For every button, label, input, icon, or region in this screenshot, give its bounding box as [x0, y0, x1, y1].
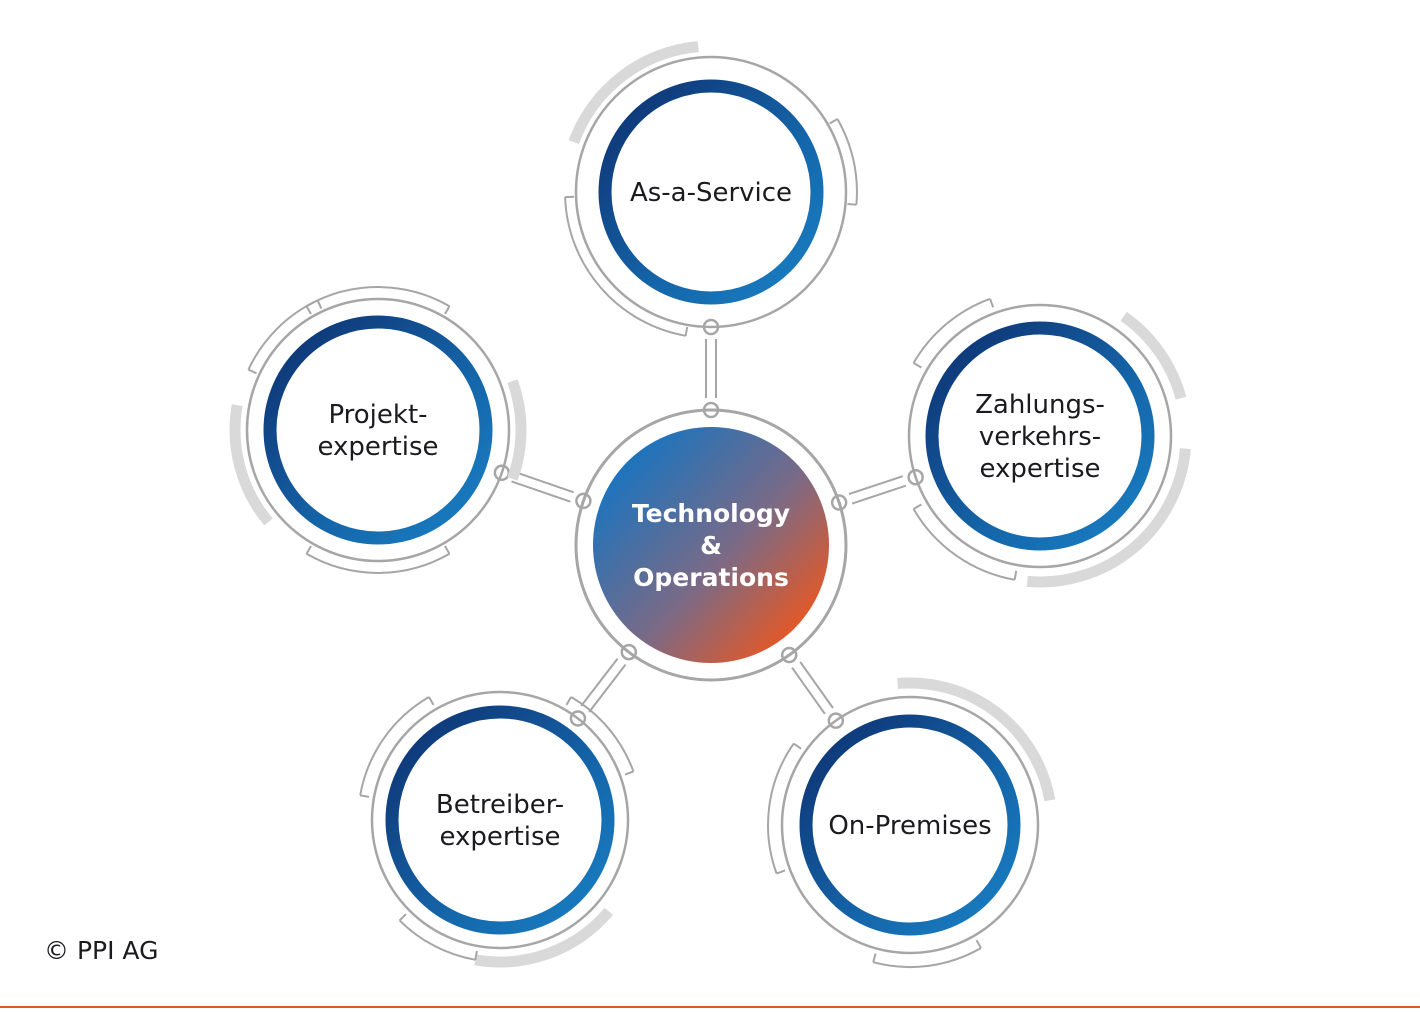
node-label-line: verkehrs-	[979, 422, 1101, 452]
node-deco-tick	[474, 950, 478, 961]
connector-on-premises	[780, 646, 845, 729]
node-deco-tick	[913, 362, 922, 369]
node-deco-tick	[305, 305, 312, 315]
node-label: As-a-Service	[630, 178, 792, 208]
connector-line	[514, 471, 575, 494]
connector-line	[580, 657, 619, 707]
node-label-line: expertise	[979, 454, 1100, 484]
connector-zahlungsverkehrsexpertise	[830, 468, 924, 511]
node-outline-ring	[907, 303, 1173, 569]
node-label: On-Premises	[828, 811, 991, 841]
connector-line	[791, 667, 826, 715]
node-gradient-ring	[925, 321, 1155, 551]
bottom-rule	[0, 1006, 1420, 1008]
node-gradient-ring	[263, 315, 493, 545]
center-label-line: &	[700, 531, 722, 560]
node-deco-tick	[359, 794, 370, 798]
node-label-line: expertise	[317, 432, 438, 462]
node-label-line: expertise	[439, 822, 560, 852]
node-deco-tick	[872, 953, 877, 963]
node-deco-arc	[474, 907, 614, 968]
center-label-line: Operations	[633, 563, 789, 592]
node-outline-ring	[370, 690, 630, 950]
node-gradient-ring	[385, 705, 615, 935]
node-deco-thin-arc	[570, 696, 635, 772]
center-label: Technology & Operations	[632, 499, 790, 592]
node-deco-arc	[568, 41, 699, 145]
node-betreiberexpertise: Betreiber-expertise	[359, 690, 635, 968]
node-deco-thin-arc	[306, 286, 450, 308]
node-outline-ring	[780, 695, 1040, 955]
node-gradient-ring	[598, 79, 824, 305]
node-deco-arc	[897, 677, 1056, 802]
node-deco-tick	[247, 368, 257, 375]
node-deco-tick	[1013, 570, 1018, 580]
node-deco-thin-arc	[306, 552, 450, 574]
node-label: Zahlungs-verkehrs-expertise	[975, 390, 1105, 484]
node-deco-arc	[229, 404, 273, 526]
node-deco-tick	[444, 545, 451, 555]
copyright-notice: © PPI AG	[44, 936, 159, 965]
node-label-line: As-a-Service	[630, 178, 792, 208]
node-deco-thin-arc	[359, 696, 430, 796]
node-group: As-a-ServiceZahlungs-verkehrs-expertiseO…	[229, 41, 1191, 969]
node-deco-thin-arc	[912, 508, 1015, 581]
node-deco-tick	[829, 118, 838, 125]
node-as-a-service: As-a-Service	[564, 41, 858, 337]
node-deco-tick	[975, 939, 982, 949]
node-deco-arc	[1120, 311, 1187, 400]
node-deco-tick	[316, 299, 323, 309]
node-deco-thin-arc	[912, 297, 991, 364]
node-deco-tick	[847, 202, 857, 206]
connector-as-a-service	[702, 318, 720, 419]
node-gradient-ring	[799, 714, 1021, 936]
connector-line	[851, 484, 907, 505]
node-deco-tick	[913, 503, 922, 510]
node-deco-arc	[507, 379, 527, 481]
node-deco-tick	[444, 305, 451, 315]
connector-line	[511, 480, 571, 503]
connector-line	[588, 664, 627, 713]
node-deco-tick	[305, 545, 312, 555]
node-deco-tick	[565, 696, 572, 706]
node-label-line: On-Premises	[828, 811, 991, 841]
node-zahlungsverkehrsexpertise: Zahlungs-verkehrs-expertise	[907, 297, 1191, 588]
node-deco-tick	[624, 770, 634, 776]
node-deco-thin-arc	[398, 919, 476, 961]
node-label: Betreiber-expertise	[436, 790, 564, 852]
node-label: Projekt-expertise	[317, 400, 438, 462]
node-label-line: Projekt-	[328, 400, 427, 430]
node-deco-thin-arc	[564, 197, 686, 337]
center-hub: Technology & Operations	[574, 408, 848, 682]
node-deco-arc	[1026, 448, 1191, 588]
node-deco-tick	[398, 913, 407, 922]
node-outline-ring	[574, 55, 848, 329]
node-deco-tick	[793, 742, 802, 750]
node-deco-tick	[428, 696, 435, 706]
node-outline-ring	[245, 297, 511, 563]
center-core	[593, 427, 829, 663]
node-deco-tick	[776, 869, 786, 875]
connector-line	[799, 661, 834, 709]
center-outer-outline	[574, 408, 848, 682]
connector-betreiberexpertise	[569, 643, 638, 727]
node-label-line: Betreiber-	[436, 790, 564, 820]
node-projektexpertise: Projekt-expertise	[229, 286, 527, 574]
node-deco-thin-arc	[872, 947, 982, 969]
node-on-premises: On-Premises	[767, 677, 1056, 969]
node-deco-thin-arc	[767, 743, 795, 874]
connector-line	[848, 475, 903, 495]
center-label-line: Technology	[632, 499, 790, 528]
node-label-line: Zahlungs-	[975, 390, 1105, 420]
node-deco-tick	[989, 298, 995, 308]
node-deco-thin-arc	[836, 118, 858, 205]
node-deco-tick	[684, 326, 689, 336]
node-deco-thin-arc	[247, 299, 319, 371]
